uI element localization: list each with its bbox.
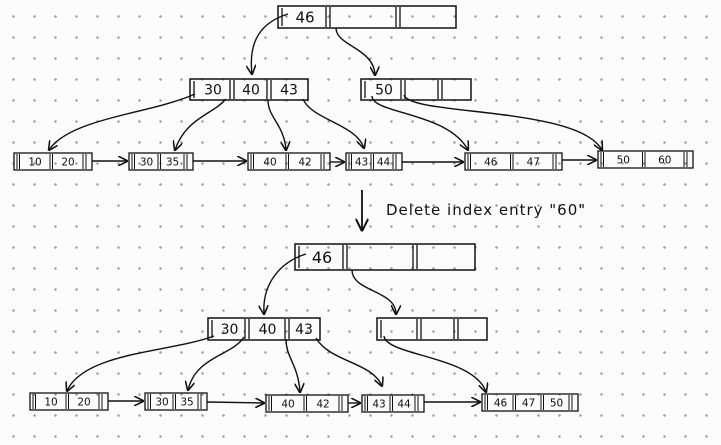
- leaf-box: [144, 392, 208, 411]
- leaf-box: [464, 152, 563, 171]
- before-internal-left: 30 40 43: [189, 78, 309, 101]
- ptr2-left-p2: [285, 338, 300, 392]
- after-leaf-2: 30 35: [144, 392, 208, 411]
- key-2: 20: [77, 397, 90, 409]
- node-box: [277, 5, 457, 29]
- key-1: 10: [44, 397, 57, 409]
- key-2: 40: [242, 83, 260, 99]
- key-1: 40: [281, 399, 294, 411]
- key-1: 30: [140, 157, 153, 169]
- before-internal-right: 50: [360, 78, 472, 101]
- key-1: 46: [494, 398, 508, 410]
- node-box: [360, 78, 472, 101]
- key-1: 50: [617, 155, 630, 167]
- key-1: 40: [263, 157, 276, 169]
- key-2: 44: [377, 157, 391, 169]
- key-2: 47: [527, 157, 540, 169]
- chain2-2: [206, 402, 264, 403]
- node-box: [189, 78, 309, 101]
- after-root-node: 46: [294, 243, 476, 271]
- before-leaf-6: 50 60: [597, 150, 694, 169]
- after-internal-left: 30 40 43: [207, 317, 321, 341]
- key-2: 20: [61, 157, 74, 169]
- ptr2-left-p0: [67, 335, 215, 391]
- leaf-box: [13, 152, 93, 171]
- key-2: 40: [259, 322, 277, 338]
- leaf-box: [481, 393, 579, 412]
- key-1: 43: [372, 399, 385, 411]
- ptr2-left-p3: [315, 337, 382, 386]
- after-leaf-4: 43 44: [361, 394, 425, 413]
- key-2: 42: [316, 399, 329, 411]
- key-2: 47: [522, 398, 535, 410]
- key-2: 60: [658, 155, 671, 167]
- key-1: 43: [355, 157, 368, 169]
- before-leaf-1: 10 20: [13, 152, 93, 171]
- ptr-right-p1: [371, 95, 468, 150]
- ptr2-root-to-right: [351, 269, 396, 314]
- key-1: 46: [484, 157, 498, 169]
- before-root-node: 46: [277, 5, 457, 29]
- key-2: 35: [180, 397, 193, 409]
- key-1: 46: [312, 248, 332, 267]
- key-1: 10: [28, 157, 41, 169]
- before-leaf-5: 46 47: [464, 152, 563, 171]
- before-leaf-2: 30 35: [128, 152, 194, 171]
- key-2: 44: [397, 399, 411, 411]
- after-leaf-3: 40 42: [265, 394, 349, 413]
- after-leaf-1: 10 20: [29, 392, 109, 411]
- after-internal-right: [376, 317, 488, 341]
- before-leaf-4: 43 44: [345, 152, 403, 171]
- key-1: 50: [375, 83, 393, 99]
- key-2: 42: [298, 157, 311, 169]
- leaf-box: [247, 152, 331, 171]
- ptr-root-to-right: [335, 27, 375, 75]
- tree-nodes: 46 30 40 43 50 10 20 30 35 40 42 43 44 46 47 50 60 46 30 40…: [13, 5, 694, 413]
- after-leaf-5: 46 47 50: [481, 393, 579, 412]
- ptr-left-p3: [302, 98, 364, 148]
- before-leaf-3: 40 42: [247, 152, 331, 171]
- leaf-box: [345, 152, 403, 171]
- leaf-box: [361, 394, 425, 413]
- key-1: 46: [295, 8, 314, 26]
- node-box: [294, 243, 476, 271]
- ptr2-left-p1: [188, 336, 245, 390]
- key-3: 50: [550, 398, 563, 410]
- key-3: 43: [295, 322, 313, 338]
- ptr-left-p1: [175, 98, 227, 150]
- key-1: 30: [204, 83, 222, 99]
- ptr2-right-p1: [383, 335, 486, 392]
- pointer-arrows: [49, 13, 602, 403]
- operation-label: Delete index entry "60": [386, 201, 586, 219]
- ptr-root-to-left: [251, 13, 289, 74]
- leaf-box: [265, 394, 349, 413]
- ptr-left-p2: [267, 99, 286, 150]
- key-1: 30: [155, 397, 168, 409]
- key-1: 30: [221, 322, 239, 338]
- ptr-left-p0: [49, 93, 196, 150]
- leaf-box: [597, 150, 694, 169]
- node-box: [376, 317, 488, 341]
- leaf-box: [29, 392, 109, 411]
- leaf-box: [128, 152, 194, 171]
- key-2: 35: [166, 157, 179, 169]
- key-3: 43: [280, 83, 298, 99]
- ptr-right-p2: [403, 94, 602, 150]
- ptr2-root-to-left: [264, 253, 307, 314]
- node-box: [207, 317, 321, 341]
- operation-overlay: Delete index entry "60": [362, 190, 586, 230]
